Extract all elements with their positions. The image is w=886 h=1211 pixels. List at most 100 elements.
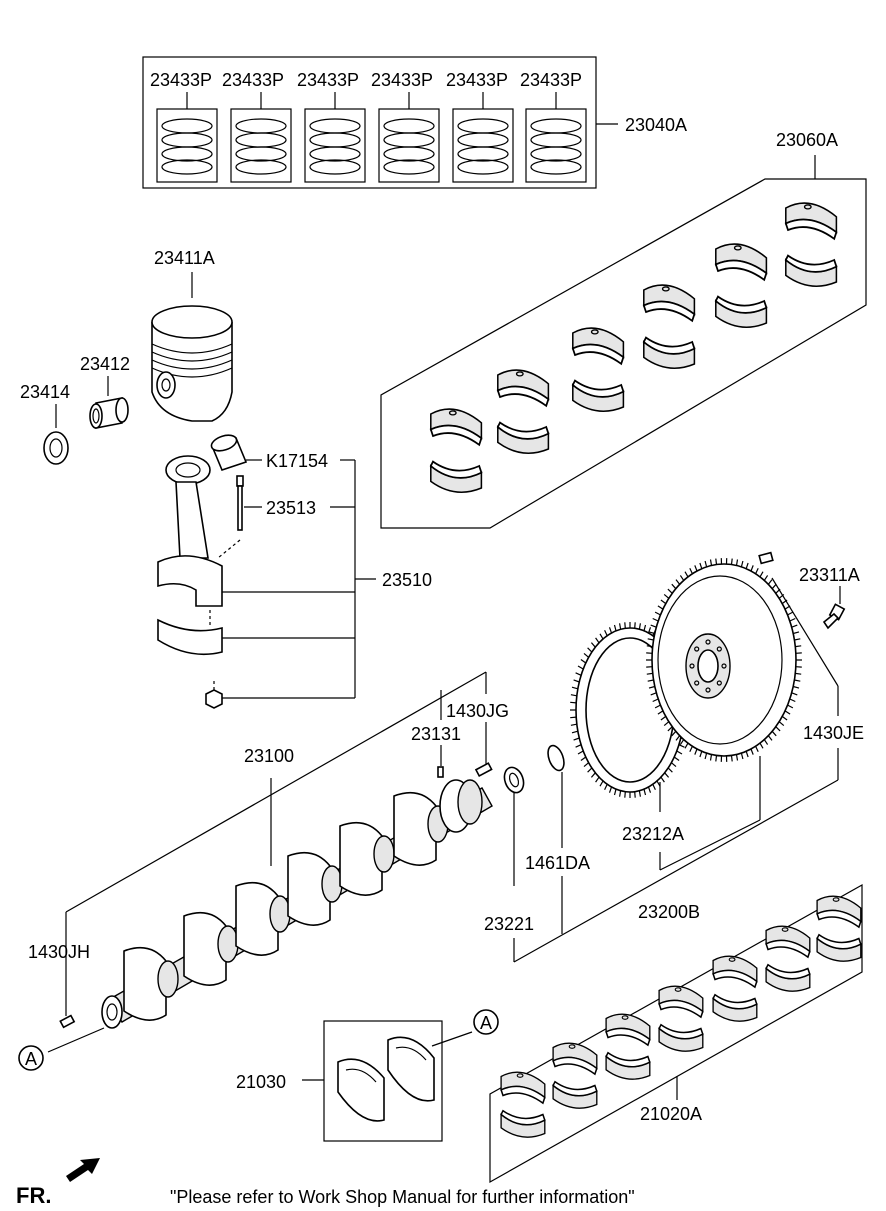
piston-ring	[309, 132, 361, 148]
lower-bearing-shell-lower	[765, 963, 811, 992]
upper-bearing-shell-lower	[714, 295, 768, 328]
crank-web	[393, 791, 437, 866]
label-bushing: K17154	[266, 451, 328, 471]
bearing-lip	[605, 1027, 651, 1047]
crank-journal	[373, 835, 395, 873]
label-ring-p4: 23433P	[371, 70, 433, 90]
bearing-lip	[816, 909, 862, 929]
piston-ring	[383, 146, 435, 162]
upper-bearing-shell-lower	[784, 254, 838, 287]
crank-web	[123, 946, 167, 1021]
upper-bearing-shell-lower	[496, 421, 550, 454]
piston-ring	[383, 118, 435, 134]
ring-box	[304, 92, 366, 183]
bearing-lip	[571, 343, 625, 366]
bearing-lip	[571, 379, 625, 398]
crank-front-snout	[101, 995, 123, 1029]
bearing-lip	[429, 460, 483, 479]
label-ring-p3: 23433P	[297, 70, 359, 90]
upper-bearing-shell	[714, 243, 768, 282]
upper-bearing-shell-lower	[642, 336, 696, 369]
snap-ring-drawing	[43, 404, 69, 465]
piston-ring	[161, 159, 213, 175]
bearing-oil-hole	[661, 286, 670, 292]
label-snap-ring: 23414	[20, 382, 70, 402]
ring-box	[378, 92, 440, 183]
bearing-lip	[658, 1023, 704, 1040]
piston-ring	[530, 146, 582, 162]
bearing-oil-hole	[781, 927, 789, 932]
bearing-oil-hole	[516, 1073, 524, 1078]
label-crank-key: 23131	[411, 724, 461, 744]
label-ring-p1: 23433P	[150, 70, 212, 90]
upper-main-bearing-group	[380, 155, 867, 529]
piston-ring	[309, 159, 361, 175]
piston-ring	[161, 132, 213, 148]
flywheel-face	[657, 575, 783, 745]
piston-ring	[235, 146, 287, 162]
front-direction-arrow-icon	[66, 1158, 100, 1182]
spacer-ring-drawing	[547, 744, 565, 934]
lower-bearing-shell	[605, 1013, 651, 1047]
label-ring-p6: 23433P	[520, 70, 582, 90]
piston-pin-drawing	[89, 376, 129, 429]
bearing-oil-hole	[832, 897, 840, 902]
ring-box	[452, 92, 514, 183]
connecting-rod-drawing	[157, 455, 355, 656]
piston-ring	[457, 132, 509, 148]
bearing-oil-hole	[590, 329, 599, 335]
label-main-bearing-lower: 21020A	[640, 1104, 702, 1124]
ring-box-frame	[230, 108, 292, 183]
piston-ring	[457, 118, 509, 134]
bearing-lip	[642, 336, 696, 355]
piston-ring	[161, 118, 213, 134]
label-flywheel-bolt: 23311A	[799, 565, 860, 585]
ring-box	[525, 92, 587, 183]
bearing-lip	[765, 963, 811, 980]
bearing-oil-hole	[515, 371, 524, 377]
lower-bearing-shell-lower	[605, 1051, 651, 1080]
flywheel-center-hole	[697, 649, 719, 683]
ring-box	[230, 92, 292, 183]
bearing-oil-hole	[621, 1015, 629, 1020]
ring-box-frame	[378, 108, 440, 183]
bearing-lip	[712, 969, 758, 989]
ring-box-frame	[525, 108, 587, 183]
piston-ring	[235, 118, 287, 134]
piston-ring	[235, 159, 287, 175]
lower-bearing-shell-lower	[552, 1080, 598, 1109]
pilot-bearing-drawing	[503, 766, 525, 962]
bearing-lip	[500, 1109, 546, 1126]
piston-ring	[383, 159, 435, 175]
crank-web	[183, 911, 227, 986]
piston-ring	[309, 146, 361, 162]
flywheel-bolt-hole	[705, 687, 711, 693]
label-ring-gear: 23212A	[622, 824, 684, 844]
lower-bearing-shell-lower	[816, 933, 862, 962]
bearing-lip	[765, 939, 811, 959]
piston-ring	[383, 132, 435, 148]
flywheel-bolt-hole	[716, 680, 722, 686]
rod-nut-drawing	[205, 680, 355, 709]
bearing-oil-hole	[733, 245, 742, 251]
piston-drawing	[151, 272, 233, 422]
flywheel-bolt-hole	[721, 663, 727, 669]
ring-box	[156, 92, 218, 183]
thrust-washer-group	[18, 1009, 499, 1142]
bearing-lip	[714, 295, 768, 314]
lower-bearing-shell-lower	[658, 1023, 704, 1052]
upper-bearing-shell	[496, 369, 550, 408]
rod-bolt-drawing	[236, 475, 355, 531]
bearing-lip	[500, 1085, 546, 1105]
lower-bearing-shell	[500, 1071, 546, 1105]
bearing-oil-hole	[803, 204, 812, 210]
upper-bearing-shell	[784, 202, 838, 241]
ring-box-frame	[304, 108, 366, 183]
ring-box-frame	[156, 108, 218, 183]
label-piston: 23411A	[154, 248, 215, 268]
bearing-lip	[496, 385, 550, 408]
upper-bearing-shell	[642, 284, 696, 323]
flywheel-teeth	[646, 558, 802, 762]
flywheel-bolt-hole	[716, 646, 722, 652]
